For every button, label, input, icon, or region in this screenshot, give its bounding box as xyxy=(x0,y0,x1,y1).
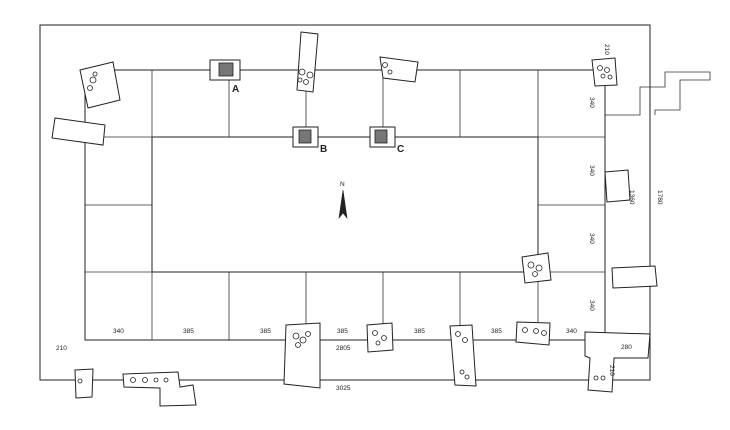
label-c: C xyxy=(397,144,404,155)
dim-bay-4: 385 xyxy=(337,328,348,335)
dim-left-margin: 210 xyxy=(56,345,67,352)
dim-side-bay-2: 340 xyxy=(588,165,595,176)
dim-inner-length: 2805 xyxy=(336,345,351,352)
dim-right-margin-vertical: 210 xyxy=(608,365,615,376)
courtyard-outline xyxy=(151,136,539,273)
dim-bay-6: 385 xyxy=(491,328,502,335)
east-annex-wall xyxy=(605,71,711,116)
outer-boundary xyxy=(39,24,651,381)
label-b: B xyxy=(320,144,327,155)
dim-right-margin: 280 xyxy=(621,344,632,351)
pit-features xyxy=(51,31,658,407)
dim-side-bay-4: 340 xyxy=(588,300,595,311)
dim-bay-5: 385 xyxy=(414,328,425,335)
dim-top-right-margin: 210 xyxy=(603,44,610,55)
dim-side-bay-3: 340 xyxy=(588,233,595,244)
north-arrow: N xyxy=(338,181,348,220)
north-label: N xyxy=(340,181,345,188)
dim-side-bay-1: 340 xyxy=(588,97,595,108)
post-b xyxy=(292,126,319,148)
dim-inner-width: 1360 xyxy=(628,190,635,205)
label-a: A xyxy=(232,84,239,95)
post-c xyxy=(369,126,396,148)
dim-outer-width: 1780 xyxy=(656,190,663,205)
dim-outer-length: 3025 xyxy=(336,385,351,392)
dim-bay-3: 385 xyxy=(260,328,271,335)
dim-bay-7: 340 xyxy=(566,328,577,335)
dim-bay-2: 385 xyxy=(183,328,194,335)
post-a xyxy=(209,59,241,81)
dim-bay-1: 340 xyxy=(113,328,124,335)
